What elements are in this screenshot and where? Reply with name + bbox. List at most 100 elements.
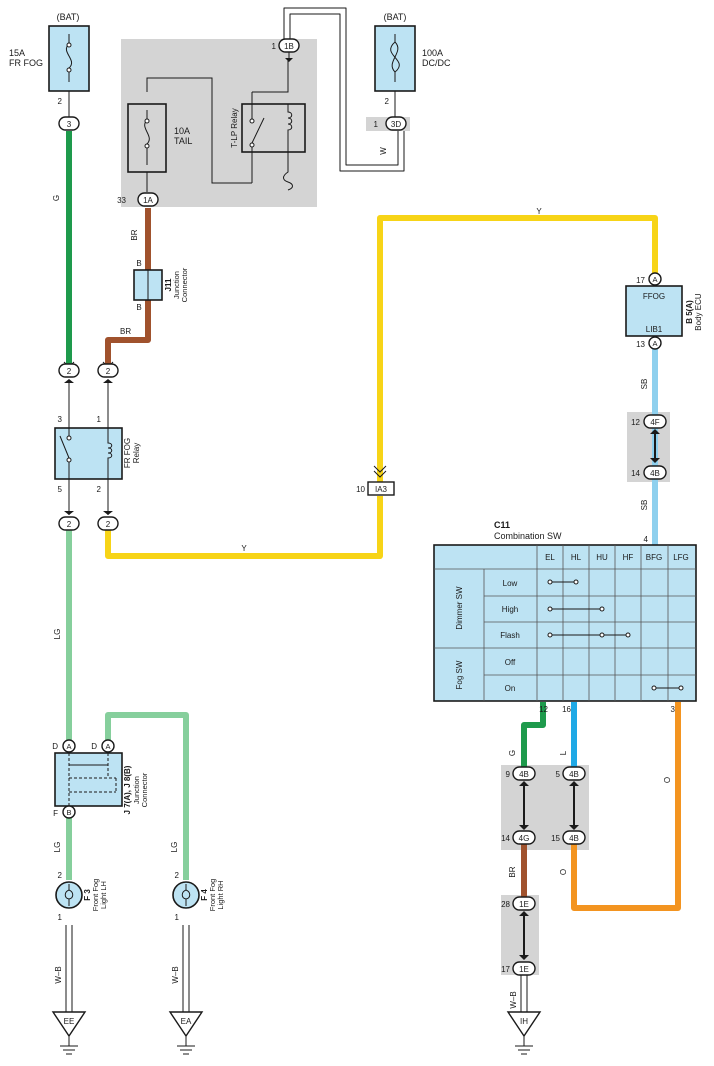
svg-text:EL: EL bbox=[545, 553, 555, 562]
svg-text:HU: HU bbox=[596, 553, 608, 562]
svg-text:A: A bbox=[105, 742, 110, 751]
svg-text:F 4: F 4 bbox=[200, 889, 209, 901]
svg-text:Y: Y bbox=[536, 207, 542, 216]
svg-text:2: 2 bbox=[175, 871, 180, 880]
svg-text:EE: EE bbox=[64, 1017, 75, 1026]
ground-icon bbox=[51, 1011, 87, 1038]
wire-label-w: W bbox=[379, 147, 388, 155]
svg-text:28: 28 bbox=[501, 900, 510, 909]
front-fog-light-rh: 2 1 F 4 Front Fog Light RH bbox=[172, 871, 225, 922]
relay-coil-icon bbox=[283, 104, 293, 191]
svg-text:5: 5 bbox=[556, 770, 561, 779]
ground-icon bbox=[506, 1011, 542, 1038]
svg-text:14: 14 bbox=[501, 834, 510, 843]
svg-text:Front Fog: Front Fog bbox=[91, 879, 100, 912]
junction-j11: B B J11 Junction Connector bbox=[133, 259, 189, 312]
svg-text:17: 17 bbox=[501, 965, 510, 974]
svg-text:J11: J11 bbox=[164, 278, 173, 291]
svg-text:Junction: Junction bbox=[132, 776, 141, 804]
svg-text:B: B bbox=[66, 808, 71, 817]
tlp-relay-label: T-LP Relay bbox=[230, 108, 239, 147]
svg-text:9: 9 bbox=[506, 770, 511, 779]
svg-text:2: 2 bbox=[97, 485, 102, 494]
svg-text:100A: 100A bbox=[422, 48, 443, 58]
connector-2-left-bottom: 2 bbox=[58, 511, 80, 531]
svg-text:F 3: F 3 bbox=[83, 889, 92, 901]
svg-text:Connector: Connector bbox=[140, 772, 149, 807]
wire-label-g: G bbox=[52, 195, 61, 201]
svg-text:L: L bbox=[559, 750, 568, 755]
svg-text:W–B: W–B bbox=[171, 966, 180, 983]
svg-text:2: 2 bbox=[67, 367, 72, 376]
svg-text:1E: 1E bbox=[519, 900, 529, 909]
svg-text:Relay: Relay bbox=[132, 443, 141, 463]
fuse-fr-fog-amp: 15A bbox=[9, 48, 25, 58]
svg-text:BR: BR bbox=[508, 866, 517, 877]
connector-2-right-bottom: 2 bbox=[97, 511, 119, 531]
svg-text:LFG: LFG bbox=[673, 553, 689, 562]
svg-text:3D: 3D bbox=[391, 120, 401, 129]
front-fog-light-lh: 2 1 F 3 Front Fog Light LH bbox=[55, 871, 108, 922]
svg-text:1A: 1A bbox=[143, 196, 153, 205]
svg-text:12: 12 bbox=[631, 418, 640, 427]
relay-coil-icon bbox=[107, 428, 113, 479]
svg-text:4B: 4B bbox=[569, 770, 579, 779]
svg-text:D: D bbox=[52, 742, 58, 751]
connector-1a: 1A bbox=[137, 192, 159, 207]
svg-text:10: 10 bbox=[356, 485, 365, 494]
svg-text:33: 33 bbox=[117, 196, 126, 205]
svg-text:On: On bbox=[505, 684, 516, 693]
shade-regions bbox=[121, 39, 670, 975]
svg-text:EA: EA bbox=[181, 1017, 192, 1026]
svg-text:2: 2 bbox=[67, 520, 72, 529]
svg-text:LG: LG bbox=[53, 629, 62, 640]
svg-text:1: 1 bbox=[374, 120, 379, 129]
connector-4f-4b: 4F 12 4B 14 bbox=[631, 414, 667, 480]
svg-text:O: O bbox=[559, 869, 568, 875]
svg-text:BR: BR bbox=[130, 229, 139, 240]
svg-text:14: 14 bbox=[631, 469, 640, 478]
svg-text:B: B bbox=[136, 303, 141, 312]
svg-text:3: 3 bbox=[671, 705, 676, 714]
svg-text:B: B bbox=[136, 259, 141, 268]
svg-text:B 5(A): B 5(A) bbox=[685, 300, 694, 324]
svg-text:High: High bbox=[502, 605, 518, 614]
fuse-fr-fog: (BAT) 15A FR FOG 2 bbox=[9, 12, 90, 118]
svg-text:1: 1 bbox=[58, 913, 63, 922]
svg-text:1B: 1B bbox=[284, 42, 294, 51]
svg-text:2: 2 bbox=[106, 520, 111, 529]
svg-text:17: 17 bbox=[636, 276, 645, 285]
svg-text:HL: HL bbox=[571, 553, 582, 562]
lamp-icon bbox=[172, 881, 200, 909]
svg-text:Low: Low bbox=[503, 579, 518, 588]
junction-j7-j8: D A D A F B J 7(A), J 8(B) Junction Conn… bbox=[52, 739, 149, 819]
fuse-icon bbox=[390, 34, 400, 82]
svg-text:A: A bbox=[66, 742, 71, 751]
wires bbox=[65, 7, 681, 1012]
lamp-icon bbox=[55, 881, 83, 909]
svg-text:4: 4 bbox=[644, 535, 649, 544]
svg-text:13: 13 bbox=[636, 340, 645, 349]
svg-text:1E: 1E bbox=[519, 965, 529, 974]
svg-text:TAIL: TAIL bbox=[174, 136, 192, 146]
svg-text:10A: 10A bbox=[174, 126, 190, 136]
svg-text:12: 12 bbox=[539, 705, 548, 714]
connector-3d: 3D 1 bbox=[374, 116, 407, 131]
svg-text:(BAT): (BAT) bbox=[384, 12, 407, 22]
svg-text:2: 2 bbox=[385, 97, 390, 106]
connector-3: 3 bbox=[58, 116, 80, 131]
body-ecu: A 17 FFOG LIB1 A 13 B 5(A) Body ECU bbox=[625, 272, 703, 350]
svg-text:Junction: Junction bbox=[172, 271, 181, 299]
connector-2-right-top: 2 bbox=[97, 361, 119, 383]
svg-text:SB: SB bbox=[640, 379, 649, 390]
svg-text:BR: BR bbox=[120, 327, 131, 336]
svg-text:Fog SW: Fog SW bbox=[455, 660, 464, 689]
relay-switch-icon bbox=[251, 92, 265, 183]
svg-text:3: 3 bbox=[67, 120, 72, 129]
connector-pair-1e: 1E 28 1E 17 bbox=[501, 896, 536, 976]
svg-text:W–B: W–B bbox=[54, 966, 63, 983]
svg-text:HF: HF bbox=[623, 553, 634, 562]
svg-text:15: 15 bbox=[551, 834, 560, 843]
ground-ee: EE bbox=[51, 1011, 87, 1055]
